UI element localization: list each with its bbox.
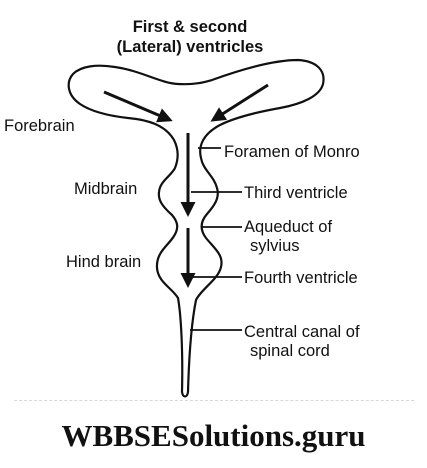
label-fourth-ventricle: Fourth ventricle <box>244 269 358 287</box>
label-central-canal-line1: Central canal of <box>244 323 360 341</box>
divider <box>14 400 414 401</box>
label-hindbrain: Hind brain <box>66 253 141 271</box>
watermark: WBBSESolutions.guru <box>61 418 366 453</box>
brain-ventricles-diagram: First & second (Lateral) ventricles Fore… <box>4 18 360 398</box>
label-ventricles-line1: First & second <box>133 18 248 36</box>
label-central-canal-line2: spinal cord <box>250 342 330 360</box>
left-lateral-arrow <box>103 90 173 123</box>
label-aqueduct-line2: sylvius <box>250 237 300 255</box>
label-aqueduct-line1: Aqueduct of <box>244 218 332 236</box>
label-midbrain: Midbrain <box>74 180 137 198</box>
right-lateral-arrow <box>210 83 269 122</box>
label-foramen-of-monro: Foramen of Monro <box>224 143 360 161</box>
label-forebrain: Forebrain <box>4 117 75 135</box>
ventricle-outline <box>67 58 325 398</box>
label-third-ventricle: Third ventricle <box>244 184 348 202</box>
label-ventricles-line2: (Lateral) ventricles <box>117 38 264 56</box>
